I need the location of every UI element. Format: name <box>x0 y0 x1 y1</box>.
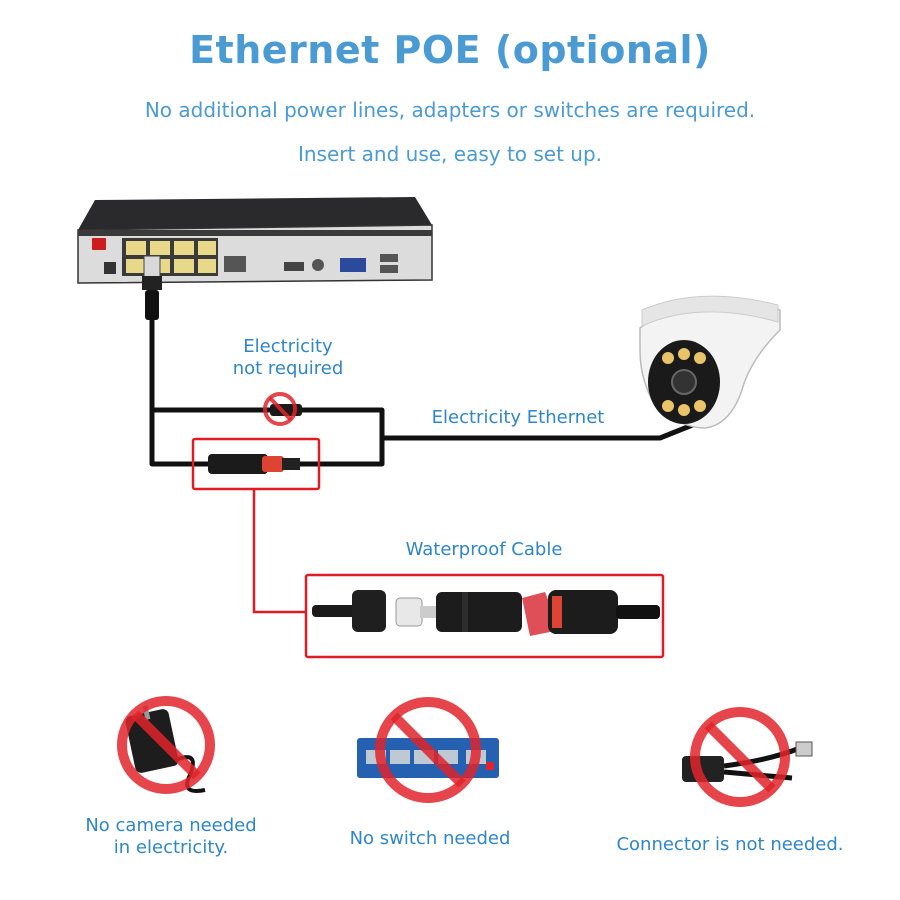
highlight-box-small <box>191 437 321 491</box>
label-electricity-line1: Electricity <box>243 336 333 357</box>
page-title: Ethernet POE (optional) <box>189 28 711 72</box>
poe-connector-icon <box>682 707 813 807</box>
caption-no-switch: No switch needed <box>349 828 511 849</box>
caption-1-line2: in electricity. <box>113 837 229 858</box>
caption-no-connector: Connector is not needed. <box>616 834 844 855</box>
waterproof-connector-small-image <box>208 454 300 474</box>
label-electricity-line2: not required <box>232 358 344 379</box>
label-electricity-ethernet: Electricity Ethernet <box>431 407 605 428</box>
no-electricity-icon <box>263 392 297 426</box>
rj45-plug-image <box>142 255 162 320</box>
label-electricity-not-required: Electricity not required <box>218 336 358 380</box>
highlight-box-large <box>304 573 665 659</box>
subtitle-line-1: No additional power lines, adapters or s… <box>144 98 756 122</box>
waterproof-cable-closeup-image <box>312 590 660 636</box>
nvr-recorder-image <box>77 197 433 284</box>
subtitle-line-2: Insert and use, easy to set up. <box>297 142 603 166</box>
network-switch-icon <box>357 697 499 803</box>
dome-camera-image <box>639 295 781 429</box>
caption-no-camera-electricity: No camera needed in electricity. <box>60 815 282 859</box>
caption-1-line1: No camera needed <box>85 815 257 836</box>
callout-line <box>252 489 306 614</box>
label-waterproof-cable: Waterproof Cable <box>405 539 563 560</box>
poe-ports <box>122 238 218 276</box>
power-adapter-icon <box>117 696 215 794</box>
